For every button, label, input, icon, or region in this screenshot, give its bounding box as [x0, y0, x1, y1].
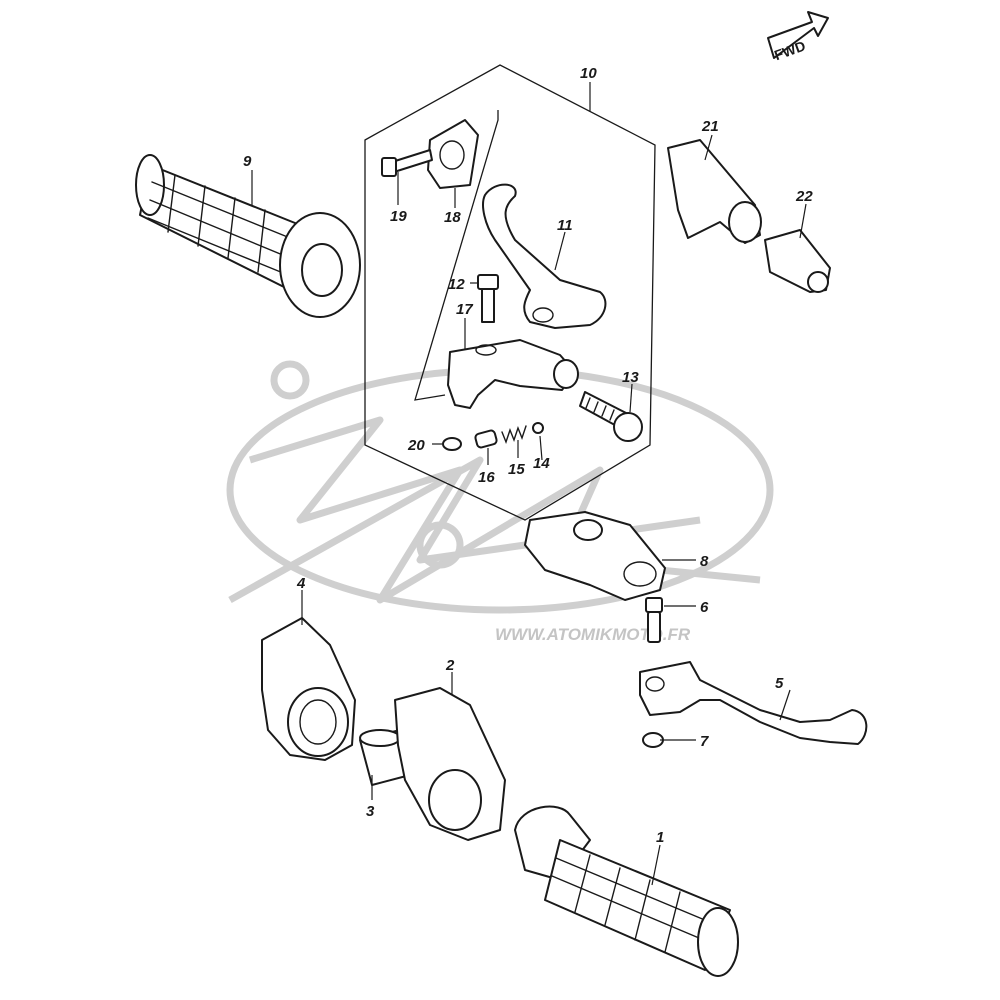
- label-20: 20: [407, 437, 425, 454]
- watermark-text: WWW.ATOMIKMOTO.FR: [495, 625, 691, 644]
- label-2: 2: [445, 657, 455, 674]
- housing-2: [394, 687, 506, 841]
- watermark-logo: WWW.ATOMIKMOTO.FR: [226, 360, 774, 644]
- spring-15: [501, 425, 527, 445]
- boot-21: [667, 139, 762, 244]
- bolt-6: [645, 597, 663, 643]
- spring-16: [474, 429, 498, 449]
- label-14: 14: [533, 455, 550, 472]
- label-16: 16: [478, 469, 495, 486]
- fwd-arrow-icon: FWD: [767, 11, 829, 63]
- lever-11: [482, 183, 607, 329]
- label-7: 7: [700, 733, 709, 750]
- grip-left-9: [135, 154, 361, 318]
- part-labels: 10 9 21 22 19 18 11 12 17 13 20 16 15 14…: [243, 65, 813, 846]
- label-5: 5: [775, 675, 784, 692]
- label-9: 9: [243, 153, 252, 170]
- grip-right-1: [514, 805, 739, 977]
- label-12: 12: [448, 276, 465, 293]
- lever-5: [639, 661, 868, 745]
- label-1: 1: [656, 829, 664, 846]
- label-22: 22: [795, 188, 813, 205]
- cover-4: [261, 617, 356, 761]
- adjuster-13: [579, 391, 643, 442]
- label-13: 13: [622, 369, 639, 386]
- cover-8: [524, 511, 666, 601]
- bolt-19: [381, 149, 433, 177]
- label-6: 6: [700, 599, 709, 616]
- label-21: 21: [701, 118, 719, 135]
- clamp-18: [427, 119, 479, 189]
- leader-lines: [251, 82, 807, 886]
- label-19: 19: [390, 208, 407, 225]
- label-8: 8: [700, 553, 709, 570]
- assembly-frame-10: [364, 64, 656, 521]
- adjuster-22: [764, 229, 831, 293]
- nut-20: [442, 437, 462, 451]
- label-10: 10: [580, 65, 597, 82]
- bolt-12: [477, 274, 499, 323]
- label-17: 17: [456, 301, 473, 318]
- holder-17: [447, 339, 579, 409]
- label-15: 15: [508, 461, 525, 478]
- label-18: 18: [444, 209, 461, 226]
- label-4: 4: [296, 575, 306, 592]
- ball-14: [532, 422, 544, 434]
- label-3: 3: [366, 803, 375, 820]
- label-11: 11: [557, 217, 573, 234]
